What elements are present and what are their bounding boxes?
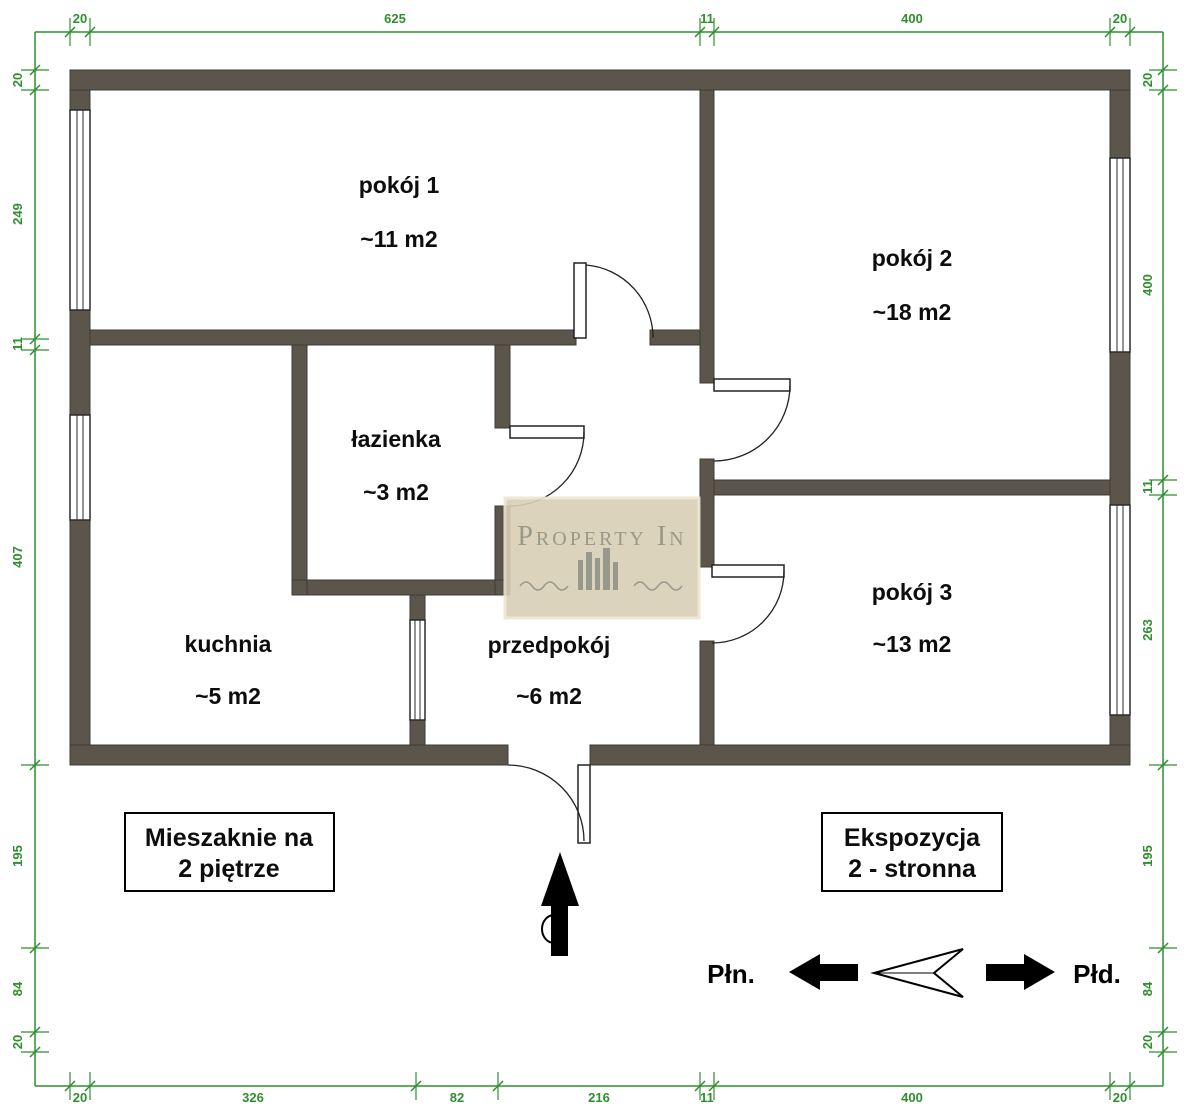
dim-bottom-6: 20 bbox=[1113, 1090, 1127, 1105]
dim-left-3: 407 bbox=[10, 546, 25, 568]
dim-right-3: 263 bbox=[1140, 619, 1155, 641]
dim-left-4: 195 bbox=[10, 845, 25, 867]
note-boxes: Mieszaknie na 2 piętrze Ekspozycja 2 - s… bbox=[124, 812, 1003, 892]
room-name-lazienka: łazienka bbox=[351, 426, 441, 452]
dim-top-0: 20 bbox=[73, 11, 87, 26]
doors bbox=[507, 262, 791, 844]
window-glass-lines bbox=[76, 110, 1124, 720]
exposure-note-line2: 2 - stronna bbox=[848, 855, 977, 883]
dim-bottom-2: 82 bbox=[450, 1090, 464, 1105]
watermark: Property In bbox=[503, 496, 701, 620]
compass: Płn. Płd. bbox=[707, 948, 1121, 998]
north-arrow-stem bbox=[551, 906, 568, 956]
dim-right-6: 20 bbox=[1140, 1035, 1155, 1049]
room-name-pokoj-2: pokój 2 bbox=[872, 245, 953, 271]
room-name-pokoj-1: pokój 1 bbox=[359, 172, 440, 198]
room-area-przedpokoj: ~6 m2 bbox=[516, 683, 582, 709]
dim-bottom-1: 326 bbox=[242, 1090, 264, 1105]
north-arrow-head bbox=[541, 852, 579, 906]
dimension-tick-slashes bbox=[29, 26, 1169, 1092]
dim-bottom-0: 20 bbox=[73, 1090, 87, 1105]
dim-right-2: 11 bbox=[1140, 480, 1155, 494]
room-labels: pokój 1 ~11 m2 pokój 2 ~18 m2 łazienka ~… bbox=[185, 172, 953, 709]
watermark-logo-buildings-icon bbox=[578, 548, 618, 590]
exposure-note-line1: Ekspozycja bbox=[844, 824, 981, 852]
dim-bottom-5: 400 bbox=[901, 1090, 923, 1105]
dim-left-6: 20 bbox=[10, 1035, 25, 1049]
dim-top-2: 11 bbox=[700, 11, 714, 26]
dim-top-3: 400 bbox=[901, 11, 923, 26]
windows bbox=[69, 109, 1131, 721]
room-area-lazienka: ~3 m2 bbox=[363, 479, 429, 505]
room-name-kuchnia: kuchnia bbox=[185, 631, 272, 657]
dimension-layer: 20 625 11 400 20 20 326 82 216 11 400 20… bbox=[10, 11, 1177, 1105]
floor-note-line1: Mieszaknie na bbox=[145, 824, 314, 852]
floor-note-box bbox=[124, 812, 335, 892]
dim-bottom-3: 216 bbox=[588, 1090, 610, 1105]
dim-right-5: 84 bbox=[1140, 981, 1155, 996]
dimension-frame bbox=[34, 31, 1164, 1087]
room-area-pokoj-2: ~18 m2 bbox=[873, 299, 952, 325]
compass-east-arrow-icon bbox=[986, 954, 1055, 990]
compass-west-arrow-icon bbox=[789, 954, 858, 990]
dim-right-4: 195 bbox=[1140, 845, 1155, 867]
building-walls bbox=[69, 69, 1131, 766]
room-name-pokoj-3: pokój 3 bbox=[872, 579, 953, 605]
dim-top-1: 625 bbox=[384, 11, 406, 26]
dim-left-1: 249 bbox=[10, 203, 25, 225]
room-area-pokoj-1: ~11 m2 bbox=[360, 226, 437, 252]
dim-left-2: 11 bbox=[10, 337, 25, 351]
floor-note-line2: 2 piętrze bbox=[178, 855, 280, 883]
dim-left-0: 20 bbox=[10, 73, 25, 87]
compass-south-label: Płd. bbox=[1073, 959, 1121, 989]
walls-path bbox=[69, 69, 1131, 766]
watermark-flourish-left bbox=[519, 581, 569, 591]
dim-left-5: 84 bbox=[10, 981, 25, 996]
watermark-flourish-right bbox=[633, 581, 683, 591]
watermark-brand: Property In bbox=[517, 521, 686, 552]
room-area-pokoj-3: ~13 m2 bbox=[873, 631, 952, 657]
room-name-przedpokoj: przedpokój bbox=[488, 632, 611, 658]
window-frames bbox=[69, 109, 1131, 721]
north-arrow bbox=[541, 852, 579, 956]
dim-top-4: 20 bbox=[1113, 11, 1127, 26]
compass-north-label: Płn. bbox=[707, 959, 755, 989]
door-swing-arcs bbox=[507, 264, 791, 842]
watermark-box bbox=[503, 496, 701, 620]
dim-right-0: 20 bbox=[1140, 73, 1155, 87]
room-area-kuchnia: ~5 m2 bbox=[195, 683, 261, 709]
dim-bottom-4: 11 bbox=[700, 1090, 714, 1105]
dim-right-1: 400 bbox=[1140, 274, 1155, 296]
exposure-note-box bbox=[821, 812, 1003, 892]
